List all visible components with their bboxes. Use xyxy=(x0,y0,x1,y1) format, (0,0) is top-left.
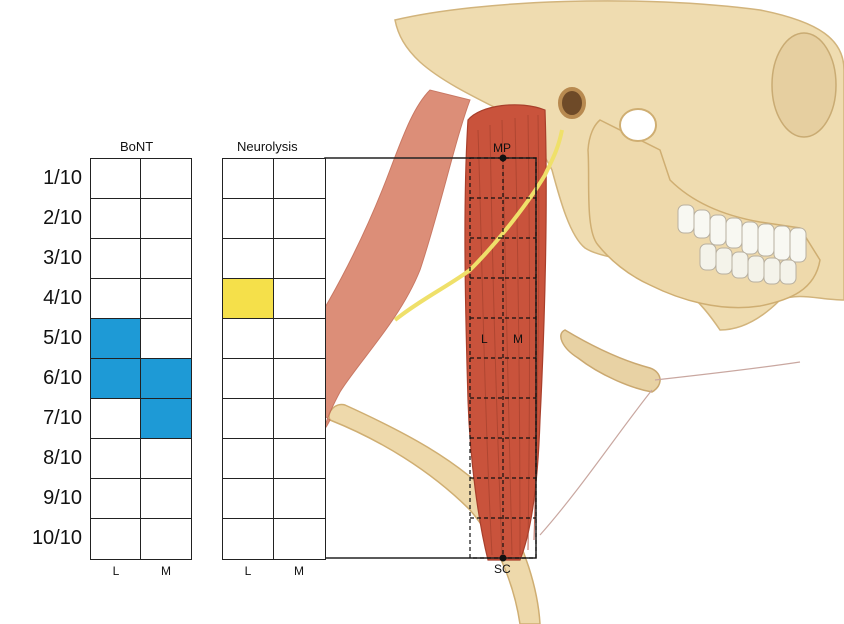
neurolysis-cell-3-L xyxy=(222,238,275,280)
neurolysis-cell-2-M xyxy=(273,198,326,240)
neurolysis-cell-10-M xyxy=(273,518,326,560)
bont-cell-9-M xyxy=(140,478,192,520)
bont-cell-5-L xyxy=(90,318,142,360)
hyoid-bone xyxy=(561,330,660,392)
neurolysis-cell-1-M xyxy=(273,158,326,200)
neurolysis-cell-6-L xyxy=(222,358,275,400)
neurolysis-cell-9-L xyxy=(222,478,275,520)
neurolysis-col-l-label: L xyxy=(233,564,263,578)
bont-cell-8-M xyxy=(140,438,192,480)
ligament xyxy=(655,362,800,380)
neurolysis-cell-3-M xyxy=(273,238,326,280)
neurolysis-cell-8-M xyxy=(273,438,326,480)
muscle-col-m-label: M xyxy=(513,332,523,346)
neurolysis-cell-7-L xyxy=(222,398,275,440)
neurolysis-cell-10-L xyxy=(222,518,275,560)
bont-title: BoNT xyxy=(120,139,153,154)
row-label: 9/10 xyxy=(0,487,82,510)
bont-cell-10-M xyxy=(140,518,192,560)
muscle-col-l-label: L xyxy=(481,332,488,346)
row-label: 2/10 xyxy=(0,207,82,230)
bont-cell-7-L xyxy=(90,398,142,440)
neurolysis-col-m-label: M xyxy=(284,564,314,578)
sc-label: SC xyxy=(494,562,511,576)
sternocleidomastoid-muscle xyxy=(465,105,546,560)
bont-col-l-label: L xyxy=(101,564,131,578)
neurolysis-cell-8-L xyxy=(222,438,275,480)
row-label: 1/10 xyxy=(0,167,82,190)
row-label: 6/10 xyxy=(0,367,82,390)
neurolysis-cell-2-L xyxy=(222,198,275,240)
bont-col-m-label: M xyxy=(151,564,181,578)
bont-cell-6-L xyxy=(90,358,142,400)
bont-cell-3-M xyxy=(140,238,192,280)
bont-cell-7-M xyxy=(140,398,192,440)
bont-cell-5-M xyxy=(140,318,192,360)
neurolysis-cell-5-L xyxy=(222,318,275,360)
bont-cell-10-L xyxy=(90,518,142,560)
bont-cell-2-L xyxy=(90,198,142,240)
row-label: 7/10 xyxy=(0,407,82,430)
bont-cell-3-L xyxy=(90,238,142,280)
sc-point xyxy=(500,555,507,562)
neurolysis-cell-5-M xyxy=(273,318,326,360)
neurolysis-cell-4-L xyxy=(222,278,275,320)
mp-point xyxy=(500,155,507,162)
row-label: 5/10 xyxy=(0,327,82,350)
bont-cell-2-M xyxy=(140,198,192,240)
neurolysis-cell-7-M xyxy=(273,398,326,440)
mp-label: MP xyxy=(493,141,511,155)
bont-cell-1-M xyxy=(140,158,192,200)
neurolysis-cell-4-M xyxy=(273,278,326,320)
ear-canal xyxy=(560,89,584,117)
neurolysis-title: Neurolysis xyxy=(237,139,298,154)
neurolysis-cell-1-L xyxy=(222,158,275,200)
bont-cell-4-L xyxy=(90,278,142,320)
ligament xyxy=(540,390,652,535)
bont-cell-4-M xyxy=(140,278,192,320)
neurolysis-cell-9-M xyxy=(273,478,326,520)
bont-cell-1-L xyxy=(90,158,142,200)
row-label: 3/10 xyxy=(0,247,82,270)
row-label: 8/10 xyxy=(0,447,82,470)
bont-cell-9-L xyxy=(90,478,142,520)
bont-cell-8-L xyxy=(90,438,142,480)
orbit xyxy=(772,33,836,137)
row-label: 10/10 xyxy=(0,527,82,550)
neurolysis-cell-6-M xyxy=(273,358,326,400)
foramen xyxy=(620,109,656,141)
row-label: 4/10 xyxy=(0,287,82,310)
bont-cell-6-M xyxy=(140,358,192,400)
